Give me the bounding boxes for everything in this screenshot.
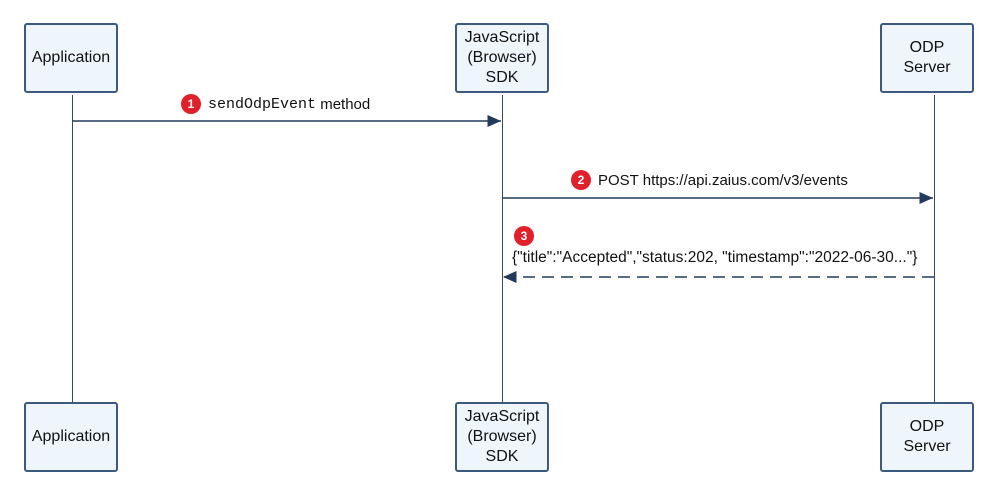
participant-label: Application	[31, 49, 111, 66]
lifeline-application	[72, 95, 73, 403]
participant-sdk-top: JavaScript (Browser) SDK	[455, 23, 549, 93]
step-badge-1: 1	[181, 94, 201, 114]
participant-label: Application	[31, 428, 111, 445]
message-3-text: {"title":"Accepted","status:202, "timest…	[512, 249, 918, 266]
step-badge-2: 2	[571, 170, 591, 190]
participant-sdk-bottom: JavaScript (Browser) SDK	[455, 402, 549, 472]
participant-label: JavaScript (Browser) SDK	[464, 29, 540, 86]
message-1-text: method	[316, 95, 371, 113]
participant-application-top: Application	[24, 23, 118, 93]
participant-odp-server-bottom: ODP Server	[880, 402, 974, 472]
message-1-code: sendOdpEvent	[208, 95, 317, 113]
participant-label: ODP Server	[903, 39, 951, 76]
participant-application-bottom: Application	[24, 402, 118, 472]
message-1-label: 1 sendOdpEvent method	[181, 94, 370, 114]
lifeline-odp-server	[934, 95, 935, 403]
message-3-badge-row: 3	[514, 226, 541, 246]
lifeline-sdk	[502, 95, 503, 403]
participant-label: JavaScript (Browser) SDK	[464, 408, 540, 465]
participant-label: ODP Server	[903, 418, 951, 455]
message-2-text: POST https://api.zaius.com/v3/events	[598, 171, 848, 189]
step-badge-3: 3	[514, 226, 534, 246]
participant-odp-server-top: ODP Server	[880, 23, 974, 93]
message-2-label: 2 POST https://api.zaius.com/v3/events	[571, 170, 848, 190]
message-3-label: {"title":"Accepted","status:202, "timest…	[512, 249, 917, 267]
